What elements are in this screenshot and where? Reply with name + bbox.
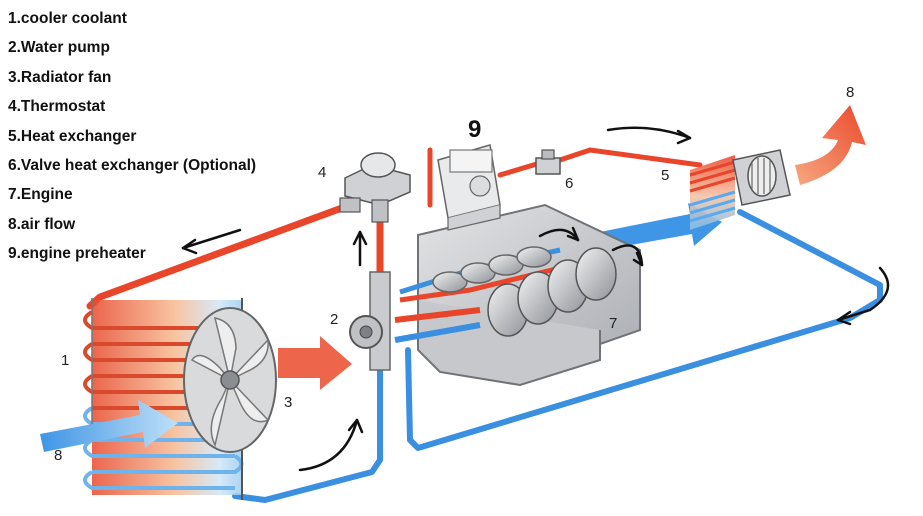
legend-item-engine-preheater: 9.engine preheater xyxy=(8,245,146,263)
blower-icon xyxy=(732,149,791,206)
legend-item-radiator-fan: 3.Radiator fan xyxy=(8,68,112,86)
air-flow-arrows xyxy=(40,105,866,452)
legend-item-thermostat: 4.Thermostat xyxy=(8,98,106,116)
legend-item-water-pump: 2.Water pump xyxy=(8,39,110,57)
callout-air-flow-out: 8 xyxy=(846,84,854,101)
callout-radiator-fan: 3 xyxy=(284,394,292,411)
thermostat-icon xyxy=(339,152,411,223)
cold-coolant-pipes xyxy=(232,209,883,503)
preheater-icon xyxy=(437,144,501,231)
callout-radiator: 1 xyxy=(61,352,69,369)
callout-water-pump: 2 xyxy=(330,311,338,328)
legend: 1.cooler coolant 2.Water pump 3.Radiator… xyxy=(8,4,256,269)
engine-icon xyxy=(394,203,641,387)
legend-item-air-flow: 8.air flow xyxy=(8,215,76,233)
callout-valve: 6 xyxy=(565,175,573,192)
callout-air-flow-in: 8 xyxy=(54,447,62,464)
callout-engine: 7 xyxy=(609,315,617,332)
legend-item-cooler-coolant: 1.cooler coolant xyxy=(8,10,127,27)
legend-item-engine: 7.Engine xyxy=(8,186,73,204)
legend-item-heat-exchanger: 5.Heat exchanger xyxy=(8,127,137,145)
callout-preheater: 9 xyxy=(468,116,481,143)
callout-heat-exchanger: 5 xyxy=(661,167,669,184)
water-pump-icon xyxy=(349,271,391,371)
heat-exchanger-icon xyxy=(689,149,791,230)
flow-direction-arrows xyxy=(181,126,890,472)
fan-icon xyxy=(183,307,277,453)
valve-icon xyxy=(535,149,561,175)
callout-labels: 1 2 3 4 5 6 7 8 8 9 xyxy=(54,84,854,464)
callout-thermostat: 4 xyxy=(318,164,326,181)
legend-item-valve-heat-exchanger: 6.Valve heat exchanger (Optional) xyxy=(8,157,257,175)
